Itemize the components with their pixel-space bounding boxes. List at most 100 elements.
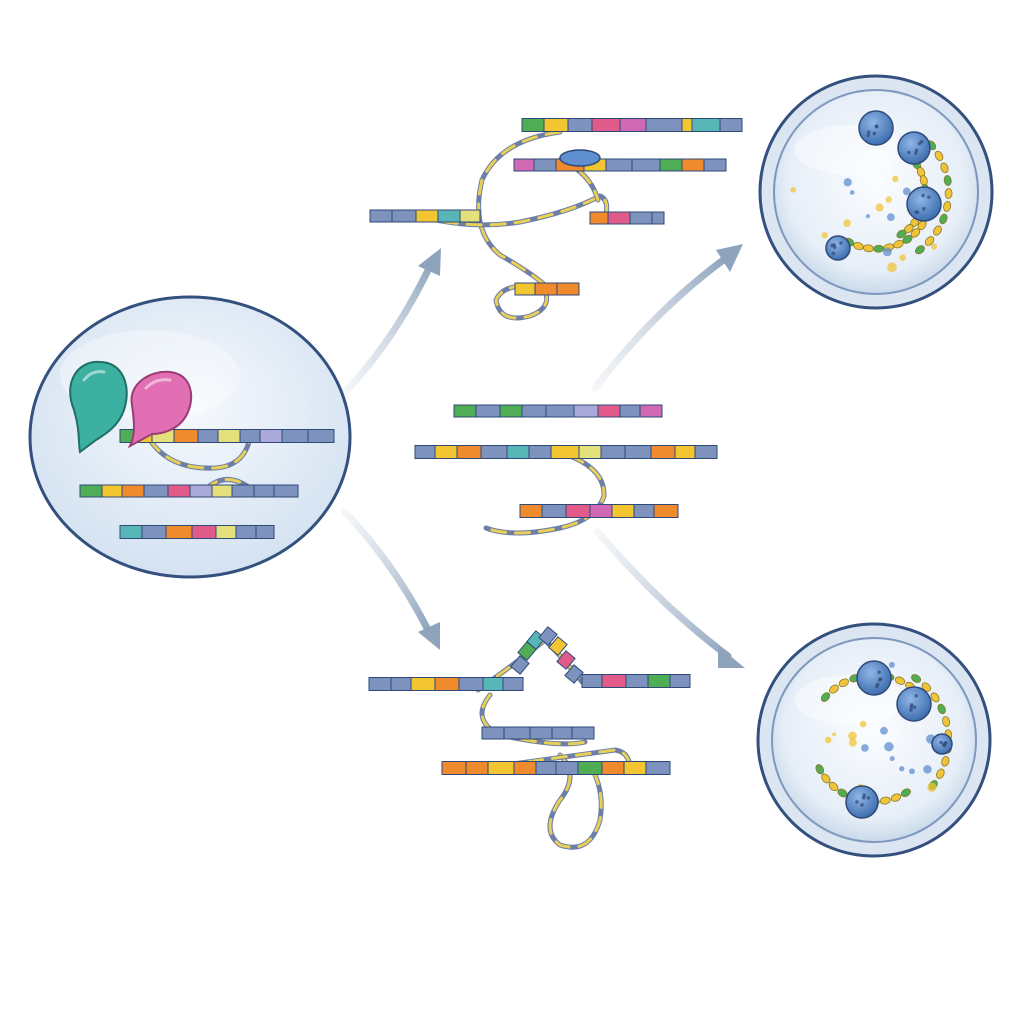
debris-particle xyxy=(899,766,905,772)
debris-particle xyxy=(859,720,867,728)
dna-segment xyxy=(521,118,545,132)
chromatin-fragment xyxy=(943,201,952,212)
debris-particle xyxy=(909,768,915,775)
nucleus-speckle xyxy=(860,803,864,807)
dna-segment xyxy=(502,677,524,691)
dna-segment xyxy=(681,158,705,172)
dna-segment xyxy=(475,404,501,418)
cell-nucleus xyxy=(856,660,892,696)
dna-segment xyxy=(669,674,691,688)
dna-segment xyxy=(456,445,482,459)
dna-segment xyxy=(578,445,602,459)
chromatin-fragment xyxy=(820,692,831,702)
dna-segment xyxy=(197,429,219,443)
chromatin-fragment xyxy=(924,236,935,246)
nucleus-speckle xyxy=(939,740,943,745)
dna-segment xyxy=(510,655,530,675)
chromatin-fragment xyxy=(939,213,948,225)
nucleus-speckle xyxy=(832,243,836,247)
nucleus-speckle xyxy=(866,130,871,134)
dna-segment xyxy=(434,445,458,459)
arrow-to-bottom xyxy=(341,508,440,650)
chromatin-fragment xyxy=(934,150,944,162)
dna-segment xyxy=(535,761,557,775)
dna-segment xyxy=(231,484,255,498)
dna-segment xyxy=(577,761,603,775)
dna-segment xyxy=(605,158,633,172)
chromatin-fragment xyxy=(821,773,831,784)
dna-segment xyxy=(551,726,573,740)
dna-segment xyxy=(481,726,505,740)
dna-segment xyxy=(437,209,461,223)
dna-segment xyxy=(253,484,275,498)
debris-particle xyxy=(885,196,892,203)
chromatin-fragment xyxy=(941,755,950,767)
dna-segment xyxy=(259,429,283,443)
chromatin-fragment xyxy=(936,768,945,779)
chromatin-fragment xyxy=(943,175,952,186)
dna-segment xyxy=(647,674,671,688)
nucleus-speckle xyxy=(907,150,911,155)
dna-segment xyxy=(607,211,631,225)
dna-segment xyxy=(434,677,460,691)
bottom-strand-group xyxy=(368,626,691,850)
dna-segment xyxy=(235,525,257,539)
dna-segment xyxy=(674,445,696,459)
debris-particle xyxy=(899,254,906,261)
nucleus-speckle xyxy=(913,151,918,155)
dna-segment xyxy=(556,650,576,670)
nucleus-speckle xyxy=(839,241,843,245)
dna-segment xyxy=(619,118,647,132)
dna-segment xyxy=(165,525,193,539)
chromatin-fragment xyxy=(911,674,922,684)
dna-segment xyxy=(597,404,621,418)
dna-loop xyxy=(483,453,607,536)
debris-particle xyxy=(889,756,895,762)
cell-nucleus xyxy=(845,785,879,819)
debris-particle xyxy=(930,243,938,250)
dna-segment xyxy=(623,761,647,775)
nucleus-speckle xyxy=(874,124,879,129)
chromatin-fragment xyxy=(894,676,906,685)
debris-particle xyxy=(902,187,911,196)
dna-segment xyxy=(173,429,199,443)
debris-particle xyxy=(848,731,857,741)
dna-segment xyxy=(369,209,393,223)
dna-segment xyxy=(653,504,679,518)
dna-segment xyxy=(567,118,593,132)
dna-segment xyxy=(529,726,553,740)
top-right-dish xyxy=(758,74,994,310)
debris-particle xyxy=(843,219,851,228)
dna-segment xyxy=(215,525,237,539)
dna-segment xyxy=(414,445,436,459)
debris-particle xyxy=(849,190,855,195)
dna-segment xyxy=(550,445,580,459)
dna-segment xyxy=(211,484,233,498)
dna-segment xyxy=(121,484,145,498)
dna-segment xyxy=(503,726,531,740)
chromatin-fragment xyxy=(942,716,951,727)
cell-nucleus xyxy=(931,733,953,755)
debris-particle xyxy=(887,262,897,273)
chromatin-fragment xyxy=(829,684,839,694)
dna-segment xyxy=(571,726,595,740)
chromatin-fragment xyxy=(933,225,942,236)
dna-segment xyxy=(79,484,103,498)
dna-segment xyxy=(573,404,599,418)
cell-nucleus xyxy=(906,186,942,222)
dna-segment xyxy=(565,504,591,518)
nucleus-speckle xyxy=(927,195,931,199)
nucleus-speckle xyxy=(919,139,924,144)
protein-complex xyxy=(69,360,193,454)
dna-segment xyxy=(514,282,536,296)
dna-segment xyxy=(519,504,543,518)
debris-particle xyxy=(882,247,892,257)
debris-particle xyxy=(884,741,894,752)
nucleus-speckle xyxy=(943,741,948,746)
chromatin-fragment xyxy=(873,244,885,253)
dna-segment xyxy=(506,445,530,459)
dna-segment xyxy=(629,211,653,225)
dna-segment xyxy=(650,445,676,459)
debris-particle xyxy=(886,213,895,222)
dna-loop-segment xyxy=(148,435,252,470)
